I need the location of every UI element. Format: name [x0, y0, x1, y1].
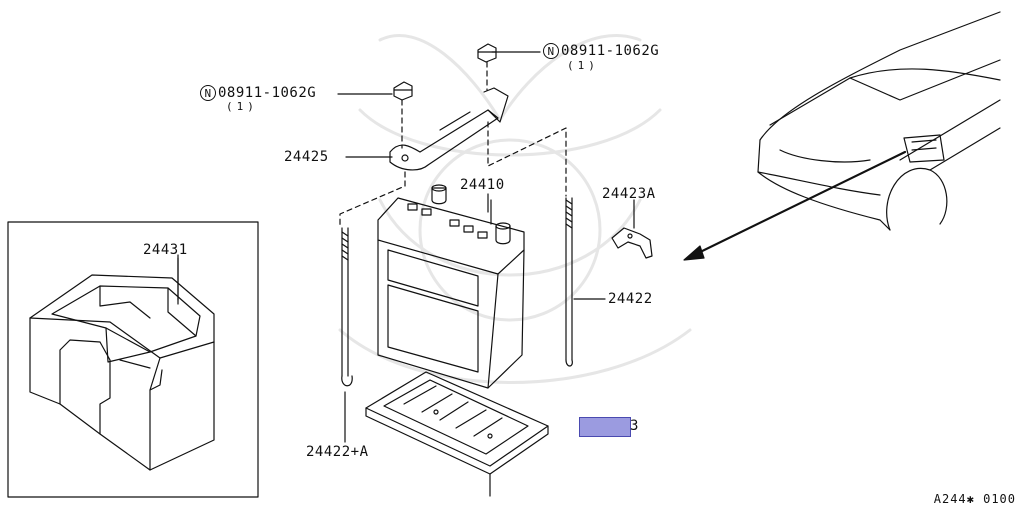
- hold-down-rod-right: [565, 197, 573, 367]
- label-battery: 24410: [460, 177, 505, 193]
- label-clamp: 24423A: [602, 186, 656, 202]
- nut-icons: [393, 43, 497, 101]
- battery: [377, 184, 525, 389]
- inset-frame: [7, 221, 259, 498]
- watermark: [338, 34, 692, 384]
- car-illustration: [757, 11, 1001, 231]
- dashed-guides: [339, 61, 567, 227]
- nut-upper-part: 08911-1062G: [561, 43, 660, 59]
- battery-tray: [365, 371, 549, 497]
- nut-left-qty: (1): [226, 100, 258, 113]
- hold-down-rod-left: [341, 227, 353, 387]
- nut-left-part: 08911-1062G: [218, 85, 317, 101]
- nut-upper-qty: (1): [567, 59, 599, 72]
- location-arrow: [683, 150, 907, 261]
- tray-part-highlight[interactable]: [579, 417, 631, 437]
- label-tray-tail: 3: [630, 418, 639, 434]
- label-rod-left: 24422+A: [306, 444, 369, 460]
- n-mark-icon: N: [543, 43, 559, 59]
- clamp-part: [611, 227, 653, 259]
- n-mark-icon: N: [200, 85, 216, 101]
- label-cover: 24431: [143, 242, 188, 258]
- battery-bracket: [389, 87, 509, 171]
- leader-lines: [177, 51, 635, 443]
- diagram-code: A244✱ 0100: [933, 492, 1016, 506]
- label-rod-right: 24422: [608, 291, 653, 307]
- label-bracket: 24425: [284, 149, 329, 165]
- battery-cover: [29, 254, 215, 471]
